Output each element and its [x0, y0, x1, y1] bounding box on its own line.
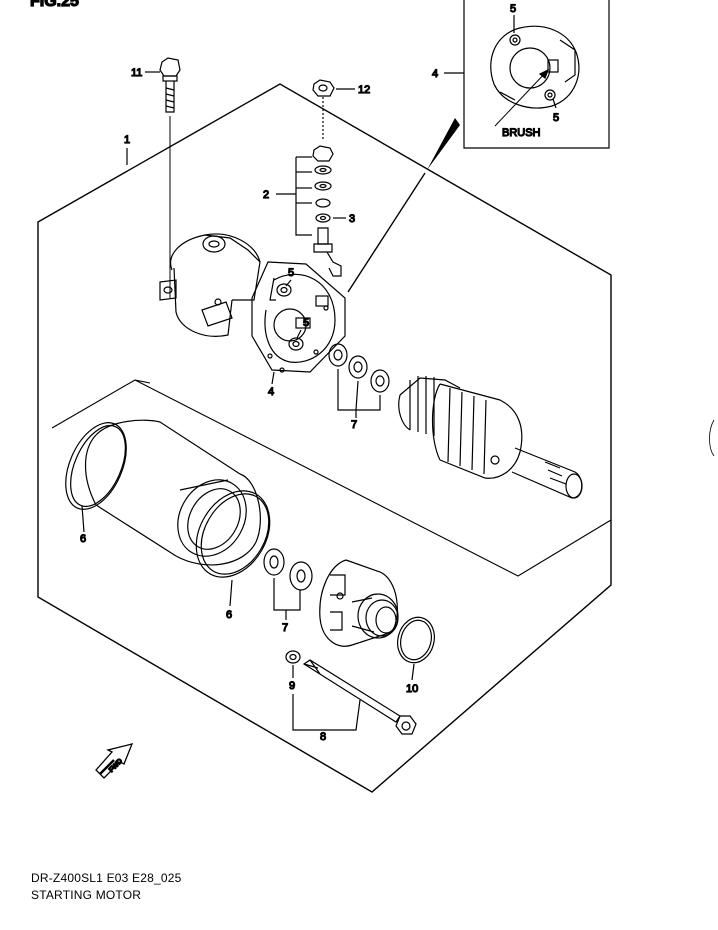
o-ring-10 [397, 616, 435, 664]
model-code: DR-Z400SL1 E03 E28_025 [31, 871, 182, 885]
terminal-kit-drawing [312, 145, 342, 277]
callout-8: 8 [320, 731, 326, 743]
inset-callout-5-bottom: 5 [553, 112, 559, 124]
rear-end-cover-drawing [159, 233, 261, 337]
callout-7-lower: 7 [282, 622, 288, 634]
callout-12: 12 [358, 84, 370, 96]
front-cover-drawing [319, 559, 399, 647]
washers-7-upper [328, 343, 390, 393]
callout-5-upper: 5 [288, 267, 294, 279]
brush-holder-plate-drawing [251, 261, 346, 373]
inset-callout-4: 4 [432, 68, 438, 80]
bolt-11-drawing [159, 57, 181, 113]
callout-4: 4 [268, 386, 274, 398]
figure-number: FIG.25 [30, 0, 79, 10]
callout-6-right: 6 [226, 609, 232, 621]
callout-5-lower: 5 [303, 317, 309, 329]
nut-12 [312, 79, 335, 97]
brush-holder-inset-drawing [490, 25, 580, 109]
callout-7-upper: 7 [351, 419, 357, 431]
callout-2: 2 [263, 189, 269, 201]
armature-drawing [398, 376, 583, 499]
callout-10: 10 [406, 683, 418, 695]
forward-direction-arrow-icon [95, 743, 134, 779]
through-bolt-8-drawing [302, 659, 417, 735]
callout-11: 11 [131, 67, 142, 79]
assembly-outline [37, 83, 612, 793]
washers-7-lower [263, 548, 313, 591]
brush-label: BRUSH [502, 127, 541, 139]
callout-6-left: 6 [80, 533, 86, 545]
callout-1: 1 [124, 134, 130, 146]
inset-callout-5-top: 5 [510, 3, 516, 15]
brush-inset-frame [463, 0, 610, 149]
washer-9 [285, 650, 301, 664]
callout-9: 9 [289, 680, 295, 692]
o-ring-6-right [195, 490, 271, 578]
armature-group-outline [134, 379, 612, 577]
yoke-housing-drawing [85, 419, 261, 566]
callout-3: 3 [349, 213, 355, 225]
o-ring-6-left [65, 422, 127, 510]
diagram-title: STARTING MOTOR [31, 888, 142, 902]
